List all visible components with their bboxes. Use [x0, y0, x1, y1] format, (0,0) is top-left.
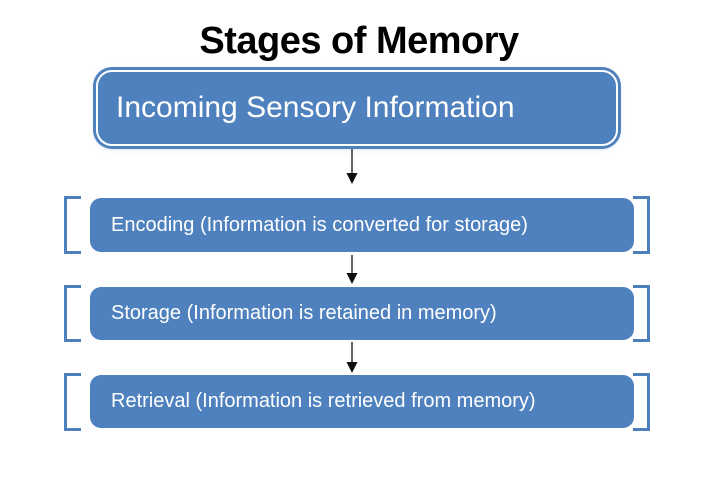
down-arrow-icon: [346, 149, 358, 184]
stage-encoding-box: Encoding (Information is converted for s…: [90, 198, 634, 252]
stage-retrieval-box: Retrieval (Information is retrieved from…: [90, 375, 634, 428]
stage-incoming-sensory-label: Incoming Sensory Information: [116, 91, 515, 124]
stage-retrieval-label: Retrieval (Information is retrieved from…: [111, 390, 536, 412]
right-bracket-shape: [633, 373, 650, 431]
right-bracket-shape: [633, 196, 650, 254]
stage-incoming-sensory-box: Incoming Sensory Information: [96, 70, 618, 146]
left-bracket-shape: [64, 373, 81, 431]
stage-storage-box: Storage (Information is retained in memo…: [90, 287, 634, 340]
left-bracket-shape: [64, 285, 81, 342]
down-arrow-icon: [346, 342, 358, 373]
down-arrow-icon: [346, 255, 358, 284]
stage-storage-label: Storage (Information is retained in memo…: [111, 302, 497, 324]
right-bracket-shape: [633, 285, 650, 342]
left-bracket-shape: [64, 196, 81, 254]
diagram-title: Stages of Memory: [199, 20, 519, 62]
stage-encoding-label: Encoding (Information is converted for s…: [111, 213, 528, 236]
